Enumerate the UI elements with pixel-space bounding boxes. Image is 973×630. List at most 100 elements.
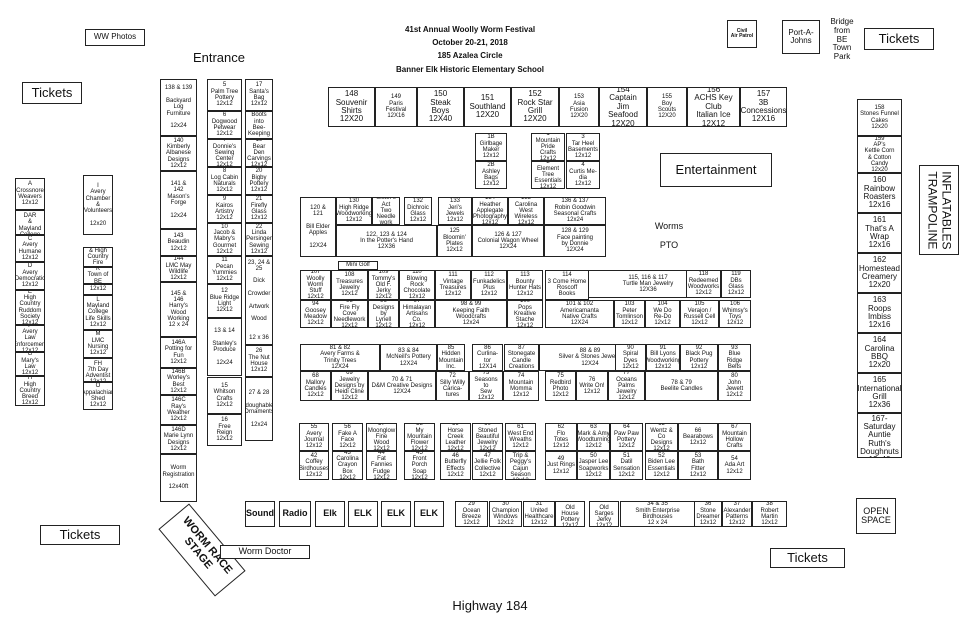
- tickets-label-ne: Tickets: [864, 28, 934, 50]
- booth-38: 22 Linda Persinger Sewing 12x12: [245, 223, 273, 256]
- booth-101: 101 & 102 Americamanta Native Crafts 12X…: [545, 300, 614, 328]
- booth-94: 119 DBs Glass 12x12: [721, 270, 751, 298]
- booth-16: 138 & 139 Backyard Log Furniture 12x24: [160, 79, 197, 136]
- booth-150: 52 Biden Lee Essentials 12x12: [645, 451, 678, 480]
- booth-46: 16 Free Reign 12x12: [207, 414, 242, 446]
- port-a-johns-label: Port-A- Johns: [782, 20, 820, 54]
- booth-89: 112 Funkadelics Plus 12x12: [471, 270, 507, 300]
- booth-20: 144 LMC May Wildlife 12x12: [160, 256, 197, 282]
- booth-78: 135 Carolina West Wireless 12x12: [508, 197, 544, 225]
- booth-24: 146C Ray's Weather 12x12: [160, 395, 197, 425]
- highway-label: Highway 184: [452, 598, 528, 613]
- booth-77: 134 Heather Applegate Photography 12x12: [472, 197, 508, 225]
- booth-109: 86 Curlina- tor 12X14: [472, 344, 503, 371]
- booth-79: 136 & 137 Robin Goodwin Seasonal Crafts …: [544, 197, 606, 225]
- booth-137: 65 Wentz & Co Designs 12x12: [645, 423, 678, 451]
- booth-6: F Avery Law Enforcement 12x12: [15, 325, 45, 352]
- booth-151: 53 Bath Fitter 12x12: [678, 451, 718, 480]
- booth-129: 57 Moonglow Fine Wood 12x12: [366, 423, 397, 451]
- booth-114: 92 Black Pug Pottery 12x12: [680, 344, 718, 371]
- booth-55: 156 ACHS Key Club Italian Ice 12X12: [687, 87, 740, 127]
- booth-103: 104 We Do Re-Do 12x12: [645, 300, 680, 328]
- booth-121: 74 Mountain Momma 12x12: [503, 371, 539, 401]
- booth-70: 165 International Grill 12x36: [857, 373, 902, 413]
- booth-95: 94 Goosey Meadow 12x12: [300, 300, 331, 328]
- booth-5: E High Country Ruddom Society 12x12: [15, 290, 45, 325]
- booth-50: 151 Southland 12X20: [464, 87, 511, 127]
- booth-159: 29 Ocean Breeze 12x12: [455, 501, 488, 527]
- booth-87: 110 Blowing Rock Chocolate 12x12: [399, 270, 435, 300]
- booth-45: 27 & 28 Adoughables Ornaments 12x24: [245, 377, 273, 441]
- booth-164: 34 & 35 Smith Enterprise Birdhouses 12 x…: [620, 501, 695, 527]
- booth-127: 55 Avery Journal 12x12: [299, 423, 329, 451]
- booth-157: ELK: [381, 501, 411, 527]
- booth-162: 32 Old House Pottery 12x12: [555, 501, 585, 527]
- booth-25: 146D Marie Lynn Designs 12x12: [160, 425, 197, 454]
- booth-18: 141 & 142 Mason's Forge 12x24: [160, 171, 197, 229]
- booth-35: 9 Kairos Artistry 12x12: [207, 195, 242, 223]
- booth-8: H High Country Breed 12x12: [15, 376, 45, 406]
- booth-26: Worm Registration 12x40ft: [160, 454, 197, 502]
- booth-163: 33 Old Sarges Jerky 12x12: [589, 501, 619, 527]
- booth-71: 166 167- Saturday Auntie Ruth's Doughnut…: [857, 413, 902, 458]
- booth-33: 8 Log Cabin Naturals 12x12: [207, 167, 242, 195]
- booth-128: 56 Fake A Face 12x12: [332, 423, 363, 451]
- booth-85: 108 Treasures Jewelry 12x12: [331, 270, 368, 300]
- booth-27: 5 Palm Tree Pottery 12x12: [207, 79, 242, 111]
- booth-149: 51 Datil Sensation 12x12: [610, 451, 643, 480]
- entertainment-label: Entertainment: [660, 153, 772, 187]
- booth-167: 38 Robert Martin 12x12: [752, 501, 787, 527]
- booth-48: 149 Paris Festival 12X16: [375, 87, 417, 127]
- booth-118: 70 & 71 D&M Creative Designs 12X24: [368, 371, 436, 401]
- open-space-label: OPEN SPACE: [856, 498, 896, 534]
- booth-9: Beech Mt TDA & High Country Fire Found 1…: [83, 247, 113, 267]
- booth-84: 107 Woolly Worm Stuff 12x12: [300, 270, 331, 300]
- booth-12: L Mayland College Life Skills 12x12: [83, 295, 113, 330]
- booth-107: 83 & 84 McNeill's Pottery 12X24: [380, 344, 437, 371]
- booth-122: 75 Redbird Photo 12x12: [545, 371, 576, 401]
- booth-11: 12x12: [83, 284, 113, 295]
- booth-119: 72 Silly Willy Carica- tures: [436, 371, 469, 401]
- booth-1: A Crossnore Weavers 12x12: [15, 178, 45, 210]
- booth-15: O Appalachian Shed 12x12: [83, 382, 113, 410]
- booth-143: 45 Front Porch Soap 12x12: [404, 451, 435, 480]
- tickets-label-sw: Tickets: [40, 525, 120, 545]
- booth-28: 17 Santa's Bag 12x12: [245, 79, 273, 111]
- booth-160: 30 Champion Windows 12x12: [489, 501, 522, 527]
- festival-address: 185 Azalea Circle: [437, 51, 503, 60]
- booth-158: ELK: [414, 501, 444, 527]
- booth-117: 69 Jewelry Designs by Heidi Cline 12x12: [331, 371, 368, 401]
- ww-photos-label: WW Photos: [85, 29, 145, 46]
- booth-102: 103 Peter Tomlinson 12x12: [614, 300, 645, 328]
- festival-title: 41st Annual Woolly Worm Festival: [404, 25, 536, 34]
- booth-165: 36 Stone Dreamer 12x12: [694, 501, 722, 527]
- booth-98: 97 Himalayan Artisans Co. 12x12: [399, 300, 435, 328]
- booth-155: Elk: [315, 501, 345, 527]
- booth-100: 100 Pops Kreative Stache 12x12: [507, 300, 543, 328]
- booth-96: 95 Fire Fly Cove Needlework 12x12: [331, 300, 368, 328]
- festival-venue: Banner Elk Historic Elementary School: [395, 65, 545, 74]
- booth-154: Radio: [279, 501, 311, 527]
- booth-14: N FH 7th Day Adventist 12x12: [83, 358, 113, 382]
- booth-125: 78 & 79 Beelite Candles: [645, 371, 718, 401]
- booth-68: 163 Roops Imbiss 12x16: [857, 293, 902, 333]
- booth-54: 155 Boy Scouts 12X20: [647, 87, 687, 127]
- booth-40: 23, 24 & 25 Dick Crowder Artwork Wood 12…: [245, 256, 273, 345]
- booth-116: 68 Mallory Candles 12x12: [300, 371, 331, 401]
- booth-75: 132 Dichroic Glass 12x12: [404, 197, 432, 225]
- booth-69: 164 Carolina BBQ 12x20: [857, 333, 902, 373]
- inflatables-label: INFLATABLES TRAMPOLINE: [919, 165, 959, 255]
- booth-53: 154 Captain Jim Seafood 12X20: [599, 87, 647, 127]
- booth-133: 61 West End Wreaths 12x12: [505, 423, 536, 451]
- booth-31: 7 Donnie's Sewing Center 12x12: [207, 139, 242, 167]
- booth-30: 18 Boots into Bee-Keeping 12x12: [245, 111, 273, 139]
- booth-142: 44 Fat Fannies Fudge 12x12: [366, 451, 397, 480]
- booth-76: 133 Jeri's Jewels 12x12: [438, 197, 472, 225]
- entrance-label: Entrance: [192, 50, 246, 65]
- booth-57: 1B Girlbage Maker 12x12: [475, 133, 507, 161]
- booth-83: 128 & 129 Face painting by Donnie 12X24: [544, 225, 606, 257]
- booth-91: 114 3 Come Home Roscoff Books: [545, 270, 589, 300]
- booth-44: 15 Whitson Crafts 12x12: [207, 377, 242, 414]
- booth-108: 85 Hidden Mountain Inc.: [437, 344, 465, 371]
- booth-81: 125 Bloomin' Plates 12x12: [437, 225, 472, 257]
